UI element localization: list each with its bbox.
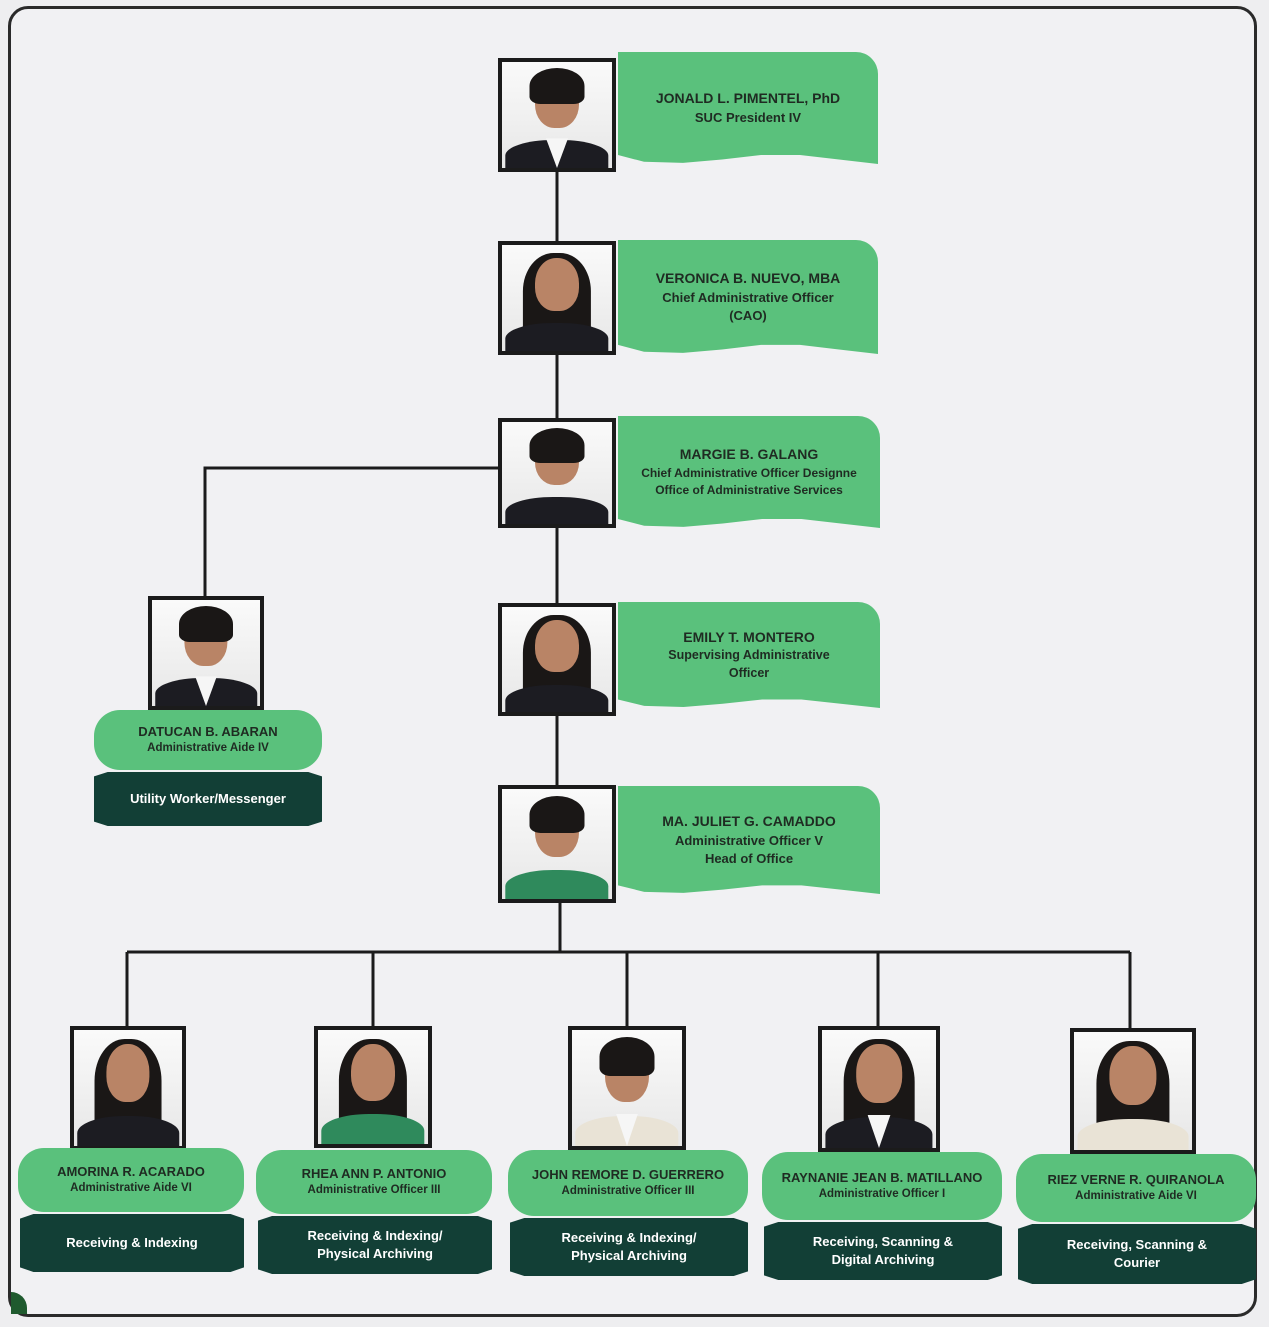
duty-p10: Receiving, Scanning & Digital Archiving (764, 1222, 1002, 1280)
position-p11: Administrative Aide VI (1075, 1190, 1197, 1203)
position-p5-line1: Administrative Officer V (674, 832, 824, 848)
duty-p6-line1: Utility Worker/Messenger (130, 790, 286, 806)
corner-accent (11, 1292, 27, 1314)
photo-p8 (314, 1026, 432, 1148)
banner-p4: EMILY T. MONTERO Supervising Administrat… (618, 602, 880, 708)
photo-p2 (498, 241, 616, 355)
banner-p3: MARGIE B. GALANG Chief Administrative Of… (618, 416, 880, 528)
duty-p8: Receiving & Indexing/ Physical Archiving (258, 1216, 492, 1274)
name-p8: RHEA ANN P. ANTONIO (301, 1166, 447, 1182)
name-p11: RIEZ VERNE R. QUIRANOLA (1047, 1172, 1225, 1188)
photo-p6 (148, 596, 264, 710)
position-p6: Administrative Aide IV (147, 742, 269, 755)
duty-p9: Receiving & Indexing/ Physical Archiving (510, 1218, 748, 1276)
banner-p1: JONALD L. PIMENTEL, PhD SUC President IV (618, 52, 878, 164)
duty-p9-line2: Physical Archiving (571, 1248, 687, 1263)
duty-p11-line2: Courier (1113, 1255, 1161, 1270)
position-p4-line2: Officer (728, 665, 770, 680)
duty-p10-line1: Receiving, Scanning & (812, 1233, 954, 1249)
duty-p6: Utility Worker/Messenger (94, 772, 322, 826)
duty-p8-line1: Receiving & Indexing/ (307, 1227, 443, 1243)
namecard-p7: AMORINA R. ACARADO Administrative Aide V… (18, 1148, 244, 1212)
position-p2-line2: (CAO) (729, 307, 767, 323)
photo-p5 (498, 785, 616, 903)
position-p3-line1: Chief Administrative Officer Designne (641, 466, 857, 480)
namecard-p9: JOHN REMORE D. GUERRERO Administrative O… (508, 1150, 748, 1216)
photo-p1 (498, 58, 616, 172)
photo-p11 (1070, 1028, 1196, 1154)
banner-p2: VERONICA B. NUEVO, MBA Chief Administrat… (618, 240, 878, 354)
name-p2: VERONICA B. NUEVO, MBA (655, 270, 841, 287)
name-p6: DATUCAN B. ABARAN (138, 724, 278, 740)
position-p4-line1: Supervising Administrative (668, 648, 830, 663)
position-p9: Administrative Officer III (561, 1185, 695, 1198)
position-p3-line2: Office of Administrative Services (655, 482, 843, 497)
position-p2-line1: Chief Administrative Officer (662, 289, 834, 305)
position-p8: Administrative Officer III (307, 1184, 441, 1197)
name-p1: JONALD L. PIMENTEL, PhD (655, 90, 841, 107)
duty-p7: Receiving & Indexing (20, 1214, 244, 1272)
photo-p4 (498, 603, 616, 716)
name-p9: JOHN REMORE D. GUERRERO (531, 1167, 725, 1183)
namecard-p10: RAYNANIE JEAN B. MATILLANO Administrativ… (762, 1152, 1002, 1220)
namecard-p11: RIEZ VERNE R. QUIRANOLA Administrative A… (1016, 1154, 1256, 1222)
duty-p9-line1: Receiving & Indexing/ (561, 1229, 697, 1245)
duty-p8-line2: Physical Archiving (317, 1246, 433, 1261)
photo-p9 (568, 1026, 686, 1150)
position-p5-line2: Head of Office (704, 850, 794, 866)
photo-p10 (818, 1026, 940, 1152)
namecard-p8: RHEA ANN P. ANTONIO Administrative Offic… (256, 1150, 492, 1214)
namecard-p6: DATUCAN B. ABARAN Administrative Aide IV (94, 710, 322, 770)
position-p7: Administrative Aide VI (70, 1182, 192, 1195)
duty-p11: Receiving, Scanning & Courier (1018, 1224, 1256, 1284)
photo-p3 (498, 418, 616, 528)
photo-p7 (70, 1026, 186, 1150)
duty-p10-line2: Digital Archiving (831, 1252, 935, 1267)
name-p5: MA. JULIET G. CAMADDO (662, 813, 836, 830)
position-p10: Administrative Officer I (818, 1188, 946, 1201)
name-p10: RAYNANIE JEAN B. MATILLANO (781, 1170, 983, 1186)
connector-p3-p6 (203, 466, 502, 599)
name-p4: EMILY T. MONTERO (683, 628, 815, 645)
name-p7: AMORINA R. ACARADO (57, 1164, 205, 1180)
duty-p11-line1: Receiving, Scanning & (1066, 1236, 1208, 1252)
position-p1: SUC President IV (694, 109, 802, 125)
name-p3: MARGIE B. GALANG (679, 446, 819, 463)
banner-p5: MA. JULIET G. CAMADDO Administrative Off… (618, 786, 880, 894)
duty-p7-line1: Receiving & Indexing (66, 1234, 198, 1250)
